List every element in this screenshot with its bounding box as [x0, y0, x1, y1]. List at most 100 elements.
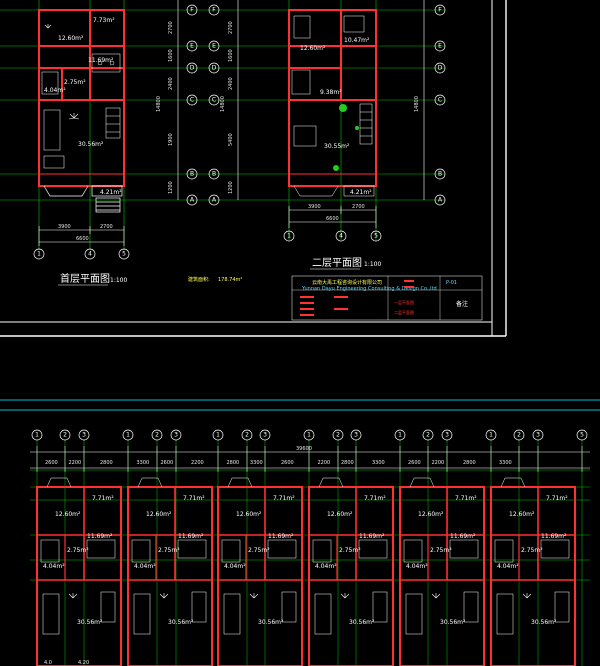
- lower-room-label: 2.75m²: [339, 547, 361, 554]
- title-block-red-marks: [300, 280, 414, 316]
- plan2-scale: 1:100: [364, 261, 381, 268]
- lower-axis-4: 2: [155, 432, 159, 439]
- axis-a-D: D: [190, 65, 195, 72]
- plan1-bay-window: [43, 185, 123, 213]
- lower-dim-3: 3300: [137, 460, 150, 466]
- dim-side-a-2: 1600: [168, 49, 174, 62]
- lower-room-label: 30.56m²: [531, 619, 557, 626]
- lower-axis-3: 1: [126, 432, 130, 439]
- plan1-room-label-5: 4.04m²: [44, 87, 66, 94]
- lower-dim-1: 2200: [69, 460, 82, 466]
- drawing-name-2: 二层平面图: [394, 309, 414, 315]
- dim-side-b-5: 1200: [228, 181, 234, 194]
- plan2-dim-2700: 2700: [352, 204, 365, 210]
- plan2-room-label-4: 30.55m²: [324, 143, 350, 150]
- lower-room-label: 30.56m²: [168, 619, 194, 626]
- lower-room-label: 4.04m²: [43, 563, 65, 570]
- plan2-room-labels: 10.47m² 12.60m² 9.38m² 30.55m² 4.21m²: [300, 37, 372, 196]
- lower-room-label: 7.71m²: [364, 495, 386, 502]
- dim-side-a-1: 2700: [168, 21, 174, 34]
- lower-top-dim-lines: [30, 451, 590, 469]
- lower-dim-4: 2600: [161, 460, 174, 466]
- lower-axis-0: 1: [35, 432, 39, 439]
- plan2-room-label-2: 12.60m²: [300, 45, 326, 52]
- axis-a-E: E: [190, 43, 194, 50]
- lower-room-label: 2.75m²: [248, 547, 270, 554]
- axis-a-F: F: [190, 7, 194, 14]
- lower-dim-2: 2800: [100, 460, 113, 466]
- dim-side-a-4: 1900: [168, 133, 174, 146]
- axis-b-A: A: [212, 197, 217, 204]
- axis-c-E: E: [438, 43, 442, 50]
- lower-room-label: 11.69m²: [359, 533, 385, 540]
- lower-dim-11: 3300: [372, 460, 385, 466]
- lower-room-label: 30.56m²: [349, 619, 375, 626]
- lower-bottom-dim-2: 4.20: [78, 660, 89, 666]
- lower-dim-0: 2600: [45, 460, 58, 466]
- lower-axis-7: 2: [245, 432, 249, 439]
- dim-side-total-b: 14800: [220, 96, 226, 112]
- area-value: 178.74m²: [218, 277, 242, 283]
- side-axis-column-b: [208, 4, 220, 206]
- lower-axis-9: 1: [307, 432, 311, 439]
- sheet-number: P-01: [446, 280, 457, 286]
- lower-units: 7.71m²12.60m²11.69m²2.75m²4.04m²30.56m²7…: [36, 477, 576, 666]
- plan1-room-label-4: 2.75m²: [64, 79, 86, 86]
- lower-room-label: 4.04m²: [406, 563, 428, 570]
- side-dimension-lines: [177, 0, 425, 200]
- drawing-name-1: 一层平面图: [394, 299, 414, 305]
- dim-side-a-3: 2400: [168, 77, 174, 90]
- plan2-room-label-5: 4.21m²: [350, 189, 372, 196]
- lower-room-label: 2.75m²: [158, 547, 180, 554]
- dim-side-b-4: 5400: [228, 133, 234, 146]
- lower-room-label: 11.69m²: [87, 533, 113, 540]
- lower-room-label: 4.04m²: [134, 563, 156, 570]
- lower-axis-2: 3: [82, 432, 86, 439]
- plan2-axis-1: 1: [287, 233, 291, 240]
- side-axis-column-c: [434, 4, 446, 206]
- drawing-frame: [0, 0, 600, 411]
- dim-side-total-c: 14800: [414, 96, 420, 112]
- dim-side-b-2: 1600: [228, 49, 234, 62]
- plan1-dim-3900: 3900: [58, 224, 71, 230]
- plan1-bottom-dimensions: [38, 226, 125, 246]
- lower-room-label: 12.60m²: [146, 511, 172, 518]
- axis-b-F: F: [212, 7, 216, 14]
- plan1-room-label-2: 12.60m²: [58, 35, 84, 42]
- lower-room-label: 2.75m²: [521, 547, 543, 554]
- lower-axis-10: 2: [336, 432, 340, 439]
- plan2-axis-bubbles: [283, 230, 382, 242]
- lower-room-label: 30.56m²: [77, 619, 103, 626]
- lower-dim-7: 3300: [250, 460, 263, 466]
- lower-room-label: 11.69m²: [178, 533, 204, 540]
- lower-room-label: 4.04m²: [497, 563, 519, 570]
- plan1-room-label-3: 11.69m²: [88, 57, 114, 64]
- lower-dim-8: 2600: [281, 460, 294, 466]
- dim-side-a-5: 1200: [168, 181, 174, 194]
- lower-room-label: 12.60m²: [509, 511, 535, 518]
- plan1-room-label-1: 7.73m²: [93, 17, 115, 24]
- title-block: [291, 275, 483, 321]
- lower-axis-14: 3: [445, 432, 449, 439]
- axis-b-D: D: [212, 65, 217, 72]
- plan2-plants: [333, 104, 359, 171]
- plan1-axis-5: 5: [122, 251, 126, 258]
- lower-room-label: 11.69m²: [450, 533, 476, 540]
- area-label: 建筑面积:: [188, 276, 210, 283]
- plan2-title: 二层平面图: [312, 257, 362, 269]
- axis-b-C: C: [212, 97, 216, 104]
- lower-room-label: 7.71m²: [455, 495, 477, 502]
- plan1-scale: 1:100: [110, 277, 127, 284]
- dim-side-b-3: 2400: [228, 77, 234, 90]
- lower-axis-13: 2: [426, 432, 430, 439]
- plan1-furniture: [41, 53, 121, 169]
- axis-b-B: B: [212, 171, 216, 178]
- plan1-room-label-6: 30.56m²: [78, 141, 104, 148]
